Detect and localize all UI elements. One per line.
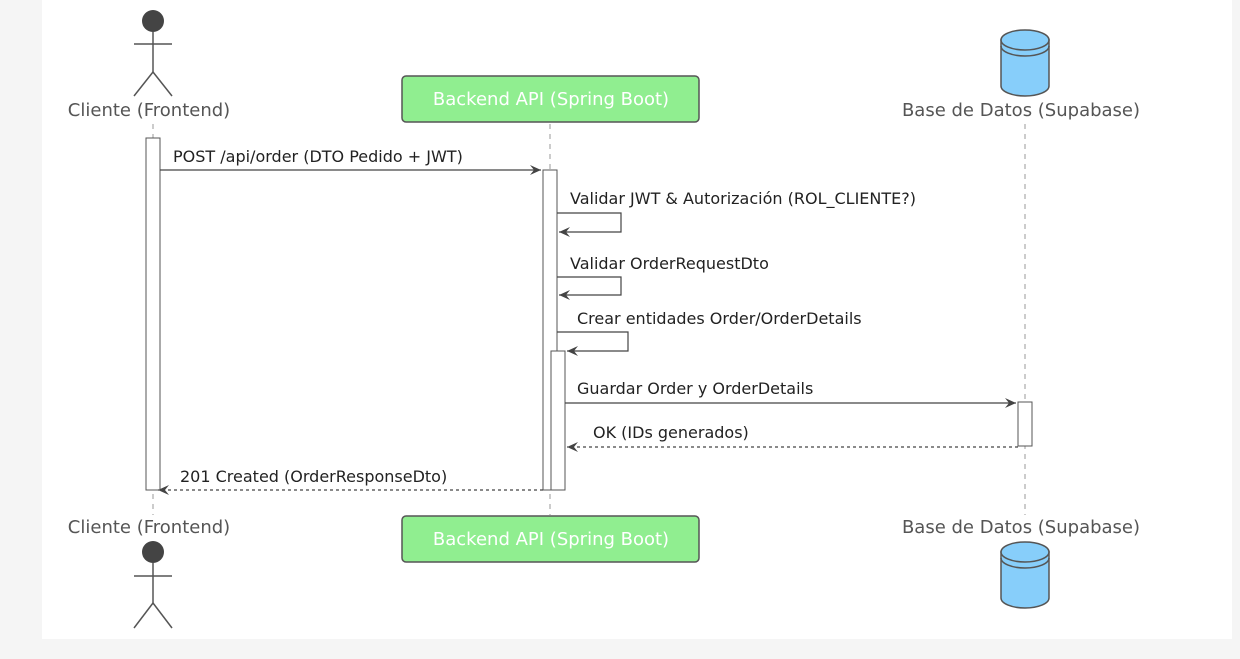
db-label-bottom: Base de Datos (Supabase) <box>902 517 1140 538</box>
backend-label-bottom: Backend API (Spring Boot) <box>433 529 669 550</box>
client-activation <box>145 137 161 491</box>
database-icon-top <box>1000 29 1050 97</box>
message-arrow-2 <box>557 212 622 237</box>
message-label-2: Validar JWT & Autorización (ROL_CLIENTE?… <box>570 189 916 209</box>
backend-label-top: Backend API (Spring Boot) <box>433 89 669 110</box>
sequence-diagram: Cliente (Frontend) Backend API (Spring B… <box>42 0 1232 639</box>
client-actor-icon-top <box>133 10 173 97</box>
message-label-1: POST /api/order (DTO Pedido + JWT) <box>173 147 463 166</box>
db-activation <box>1017 401 1033 447</box>
backend-activation-2 <box>550 350 566 491</box>
message-label-3: Validar OrderRequestDto <box>570 254 769 273</box>
client-label-top: Cliente (Frontend) <box>68 100 230 121</box>
client-label-bottom: Cliente (Frontend) <box>68 517 230 538</box>
message-label-6: OK (IDs generados) <box>593 423 749 442</box>
message-arrow-3 <box>557 276 622 300</box>
database-icon-bottom <box>1000 541 1050 609</box>
message-label-4: Crear entidades Order/OrderDetails <box>577 309 862 328</box>
backend-box-top <box>401 75 700 123</box>
client-actor-icon-bottom <box>133 541 173 629</box>
message-label-5: Guardar Order y OrderDetails <box>577 379 813 398</box>
db-label-top: Base de Datos (Supabase) <box>902 100 1140 121</box>
message-label-7: 201 Created (OrderResponseDto) <box>180 467 447 486</box>
backend-box-bottom <box>401 515 700 563</box>
message-arrow-4 <box>557 331 629 356</box>
